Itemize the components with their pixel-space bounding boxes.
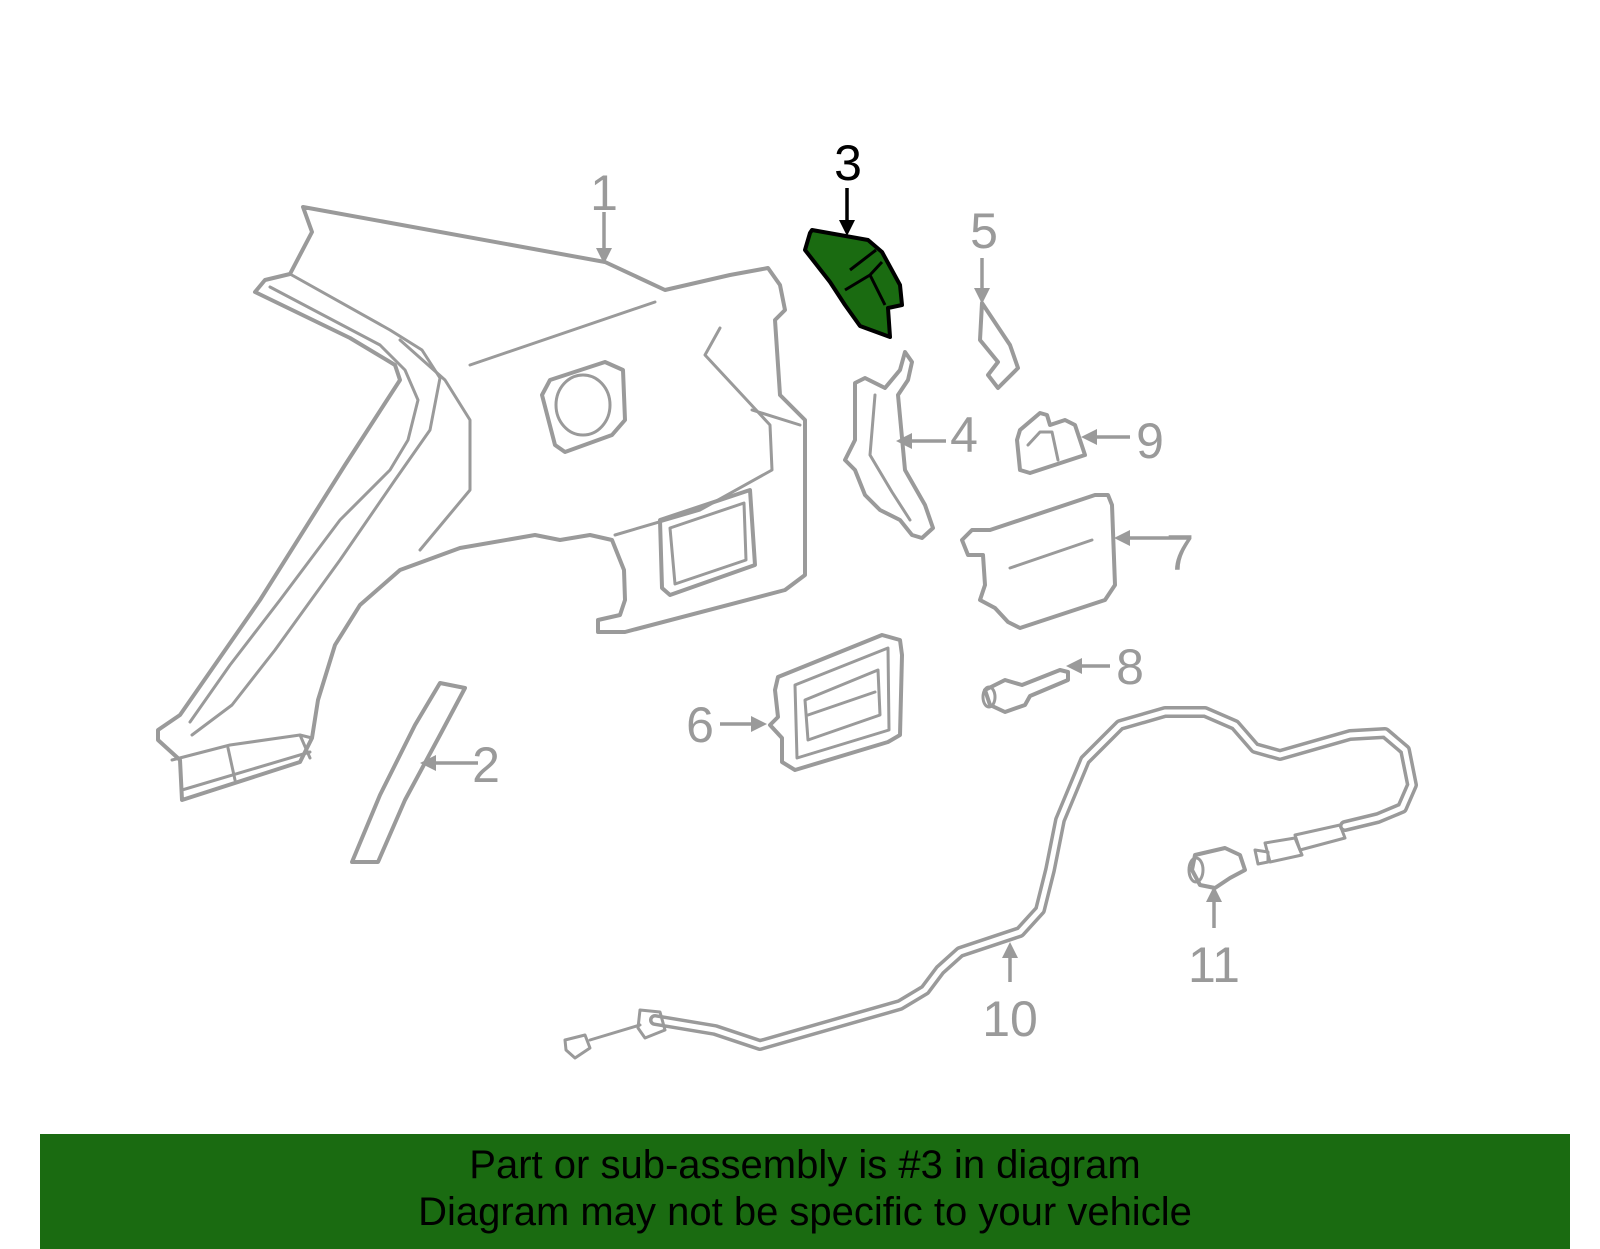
part-5-clip[interactable] bbox=[978, 301, 1020, 390]
callout-2[interactable]: 2 bbox=[472, 737, 500, 793]
part-8-bolt[interactable] bbox=[981, 668, 1070, 714]
part-3-bracket-highlighted[interactable] bbox=[803, 228, 904, 339]
leader-lines bbox=[420, 188, 1222, 982]
banner-line-2: Diagram may not be specific to your vehi… bbox=[418, 1190, 1192, 1234]
part-7-fuel-door[interactable] bbox=[960, 493, 1117, 630]
part-4-bracket[interactable] bbox=[843, 350, 935, 540]
callout-9[interactable]: 9 bbox=[1136, 413, 1164, 469]
callout-1[interactable]: 1 bbox=[590, 165, 618, 221]
callout-7[interactable]: 7 bbox=[1166, 525, 1194, 581]
part-11-grommet[interactable] bbox=[1187, 846, 1247, 890]
part-10-cable[interactable] bbox=[563, 706, 1418, 1060]
part-1-quarter-panel[interactable] bbox=[156, 205, 807, 802]
part-9-bracket[interactable] bbox=[1015, 411, 1087, 475]
callout-10[interactable]: 10 bbox=[982, 991, 1038, 1047]
info-banner: Part or sub-assembly is #3 in diagram Di… bbox=[40, 1134, 1570, 1249]
callout-5[interactable]: 5 bbox=[970, 203, 998, 259]
callout-11[interactable]: 11 bbox=[1188, 937, 1240, 993]
callout-labels: 1 2 3 4 5 6 7 8 9 10 11 bbox=[472, 135, 1240, 1047]
part-2-molding[interactable] bbox=[350, 681, 467, 864]
callout-6[interactable]: 6 bbox=[686, 697, 714, 753]
banner-line-1: Part or sub-assembly is #3 in diagram bbox=[469, 1143, 1141, 1187]
part-6-housing[interactable] bbox=[768, 633, 904, 772]
callout-3[interactable]: 3 bbox=[834, 135, 862, 191]
callout-4[interactable]: 4 bbox=[950, 407, 978, 463]
callout-8[interactable]: 8 bbox=[1116, 639, 1144, 695]
